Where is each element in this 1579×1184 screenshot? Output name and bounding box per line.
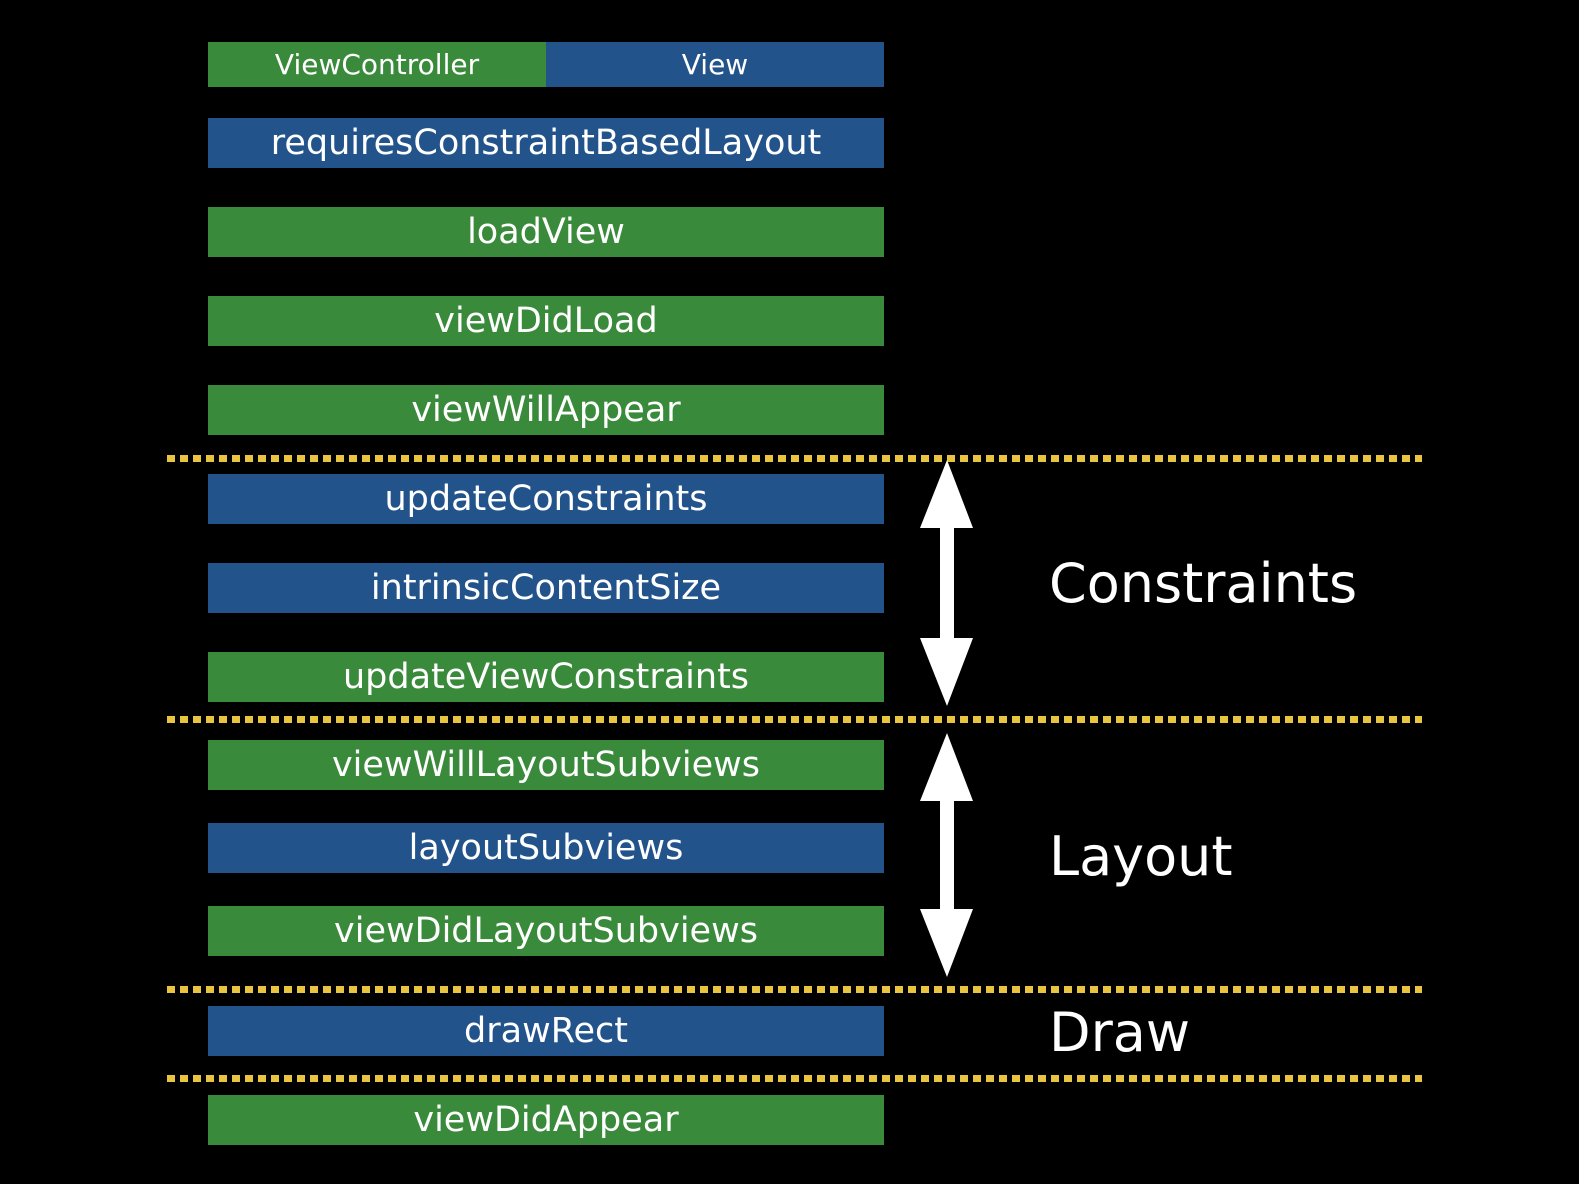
step-view-will-layout-subviews: viewWillLayoutSubviews xyxy=(208,740,884,790)
step-layout-subviews: layoutSubviews xyxy=(208,823,884,873)
step-view-did-load: viewDidLoad xyxy=(208,296,884,346)
phase-label-layout: Layout xyxy=(1049,825,1233,888)
step-view-did-layout-subviews: viewDidLayoutSubviews xyxy=(208,906,884,956)
step-view-will-appear: viewWillAppear xyxy=(208,385,884,435)
step-draw-rect: drawRect xyxy=(208,1006,884,1056)
phase-divider-4 xyxy=(167,1075,1422,1082)
step-update-view-constraints: updateViewConstraints xyxy=(208,652,884,702)
legend-view: View xyxy=(546,42,884,87)
phase-divider-1 xyxy=(167,455,1422,462)
phase-label-constraints: Constraints xyxy=(1049,552,1358,615)
legend-view-controller: ViewController xyxy=(208,42,546,87)
layout-double-arrow-icon xyxy=(920,733,973,977)
phase-divider-2 xyxy=(167,716,1422,723)
step-update-constraints: updateConstraints xyxy=(208,474,884,524)
step-view-did-appear: viewDidAppear xyxy=(208,1095,884,1145)
step-intrinsic-content-size: intrinsicContentSize xyxy=(208,563,884,613)
step-requires-constraint-based-layout: requiresConstraintBasedLayout xyxy=(208,118,884,168)
phase-divider-3 xyxy=(167,986,1422,993)
step-load-view: loadView xyxy=(208,207,884,257)
legend: ViewController View xyxy=(208,42,884,87)
constraints-double-arrow-icon xyxy=(920,460,973,706)
phase-label-draw: Draw xyxy=(1049,1001,1191,1064)
